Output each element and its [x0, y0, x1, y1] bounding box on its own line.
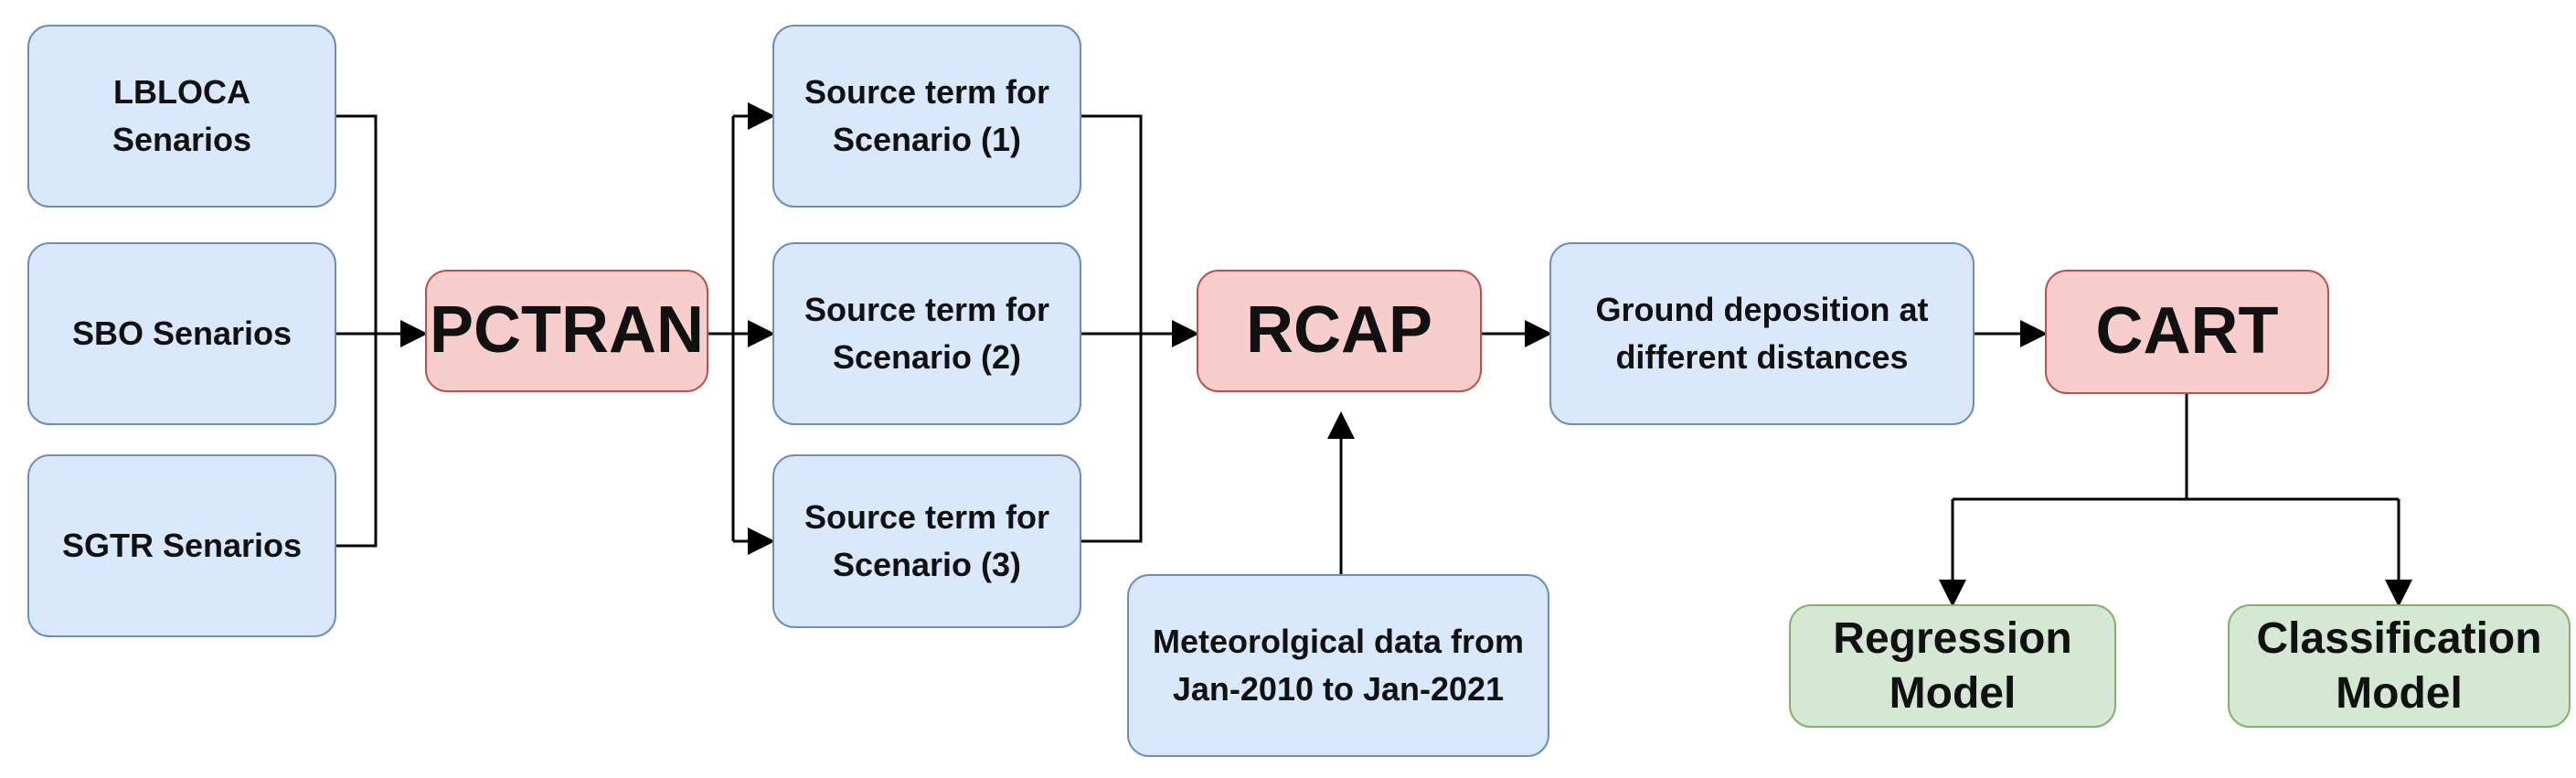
- pctran-box: PCTRAN: [425, 270, 708, 392]
- sgtr-scenarios-box: SGTR Senarios: [27, 454, 336, 637]
- lbloca-scenarios-box: LBLOCA Senarios: [27, 25, 336, 208]
- connector-lbloca-merge: [336, 114, 378, 334]
- connector-source3-merge: [1081, 334, 1143, 543]
- classification-model-box: Classification Model: [2228, 604, 2571, 728]
- regression-model-box: Regression Model: [1789, 604, 2116, 728]
- source-term-scenario-3-box: Source term for Scenario (3): [772, 454, 1081, 628]
- sbo-scenarios-box: SBO Senarios: [27, 242, 336, 425]
- connector-sgtr-merge: [336, 334, 378, 548]
- ground-deposition-box: Ground deposition at different distances: [1549, 242, 1975, 425]
- meteorological-data-box: Meteorolgical data from Jan-2010 to Jan-…: [1127, 574, 1549, 757]
- rcap-box: RCAP: [1197, 270, 1482, 392]
- source-term-scenario-2-box: Source term for Scenario (2): [772, 242, 1081, 425]
- cart-box: CART: [2045, 270, 2329, 394]
- source-term-scenario-1-box: Source term for Scenario (1): [772, 25, 1081, 208]
- connector-source1-merge: [1081, 114, 1143, 334]
